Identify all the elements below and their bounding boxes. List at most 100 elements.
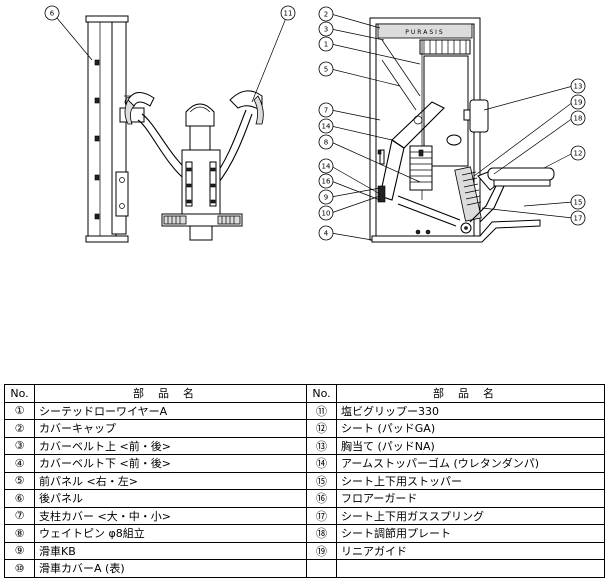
table-row: ⑦ 支柱カバー <大・中・小> ⑰ シート上下用ガススプリング bbox=[4, 506, 605, 525]
part-no: ⑫ bbox=[306, 419, 337, 438]
callout-2: 2 bbox=[318, 6, 334, 22]
part-no: ⑮ bbox=[306, 471, 337, 490]
callout-11: 11 bbox=[280, 5, 296, 21]
svg-text:8: 8 bbox=[324, 139, 328, 147]
svg-text:7: 7 bbox=[324, 107, 328, 115]
part-name: 滑車KB bbox=[34, 541, 307, 560]
svg-text:14: 14 bbox=[322, 163, 331, 171]
part-no: ② bbox=[4, 419, 35, 438]
svg-text:16: 16 bbox=[322, 178, 331, 186]
callout-9: 9 bbox=[318, 189, 334, 205]
parts-diagram: 6 11 PURASIS bbox=[44, 5, 586, 243]
callout-12: 12 bbox=[570, 145, 586, 161]
part-no: ③ bbox=[4, 436, 35, 455]
svg-text:4: 4 bbox=[324, 230, 329, 238]
part-no: ⑦ bbox=[4, 506, 35, 525]
part-name: シート調節用プレート bbox=[336, 524, 605, 543]
svg-text:14: 14 bbox=[322, 123, 331, 131]
callout-6: 6 bbox=[44, 5, 60, 21]
callout-5: 5 bbox=[318, 61, 334, 77]
side-view-machine bbox=[85, 15, 264, 243]
callout-13: 13 bbox=[570, 78, 586, 94]
part-no: ⑩ bbox=[4, 559, 35, 578]
part-name: カバーベルト下 <前・後> bbox=[34, 454, 307, 473]
part-name: 後パネル bbox=[34, 489, 307, 508]
part-no: ⑥ bbox=[4, 489, 35, 508]
svg-text:17: 17 bbox=[574, 215, 583, 223]
front-view-leaders bbox=[330, 13, 574, 241]
callout-15: 15 bbox=[570, 194, 586, 210]
part-no: ⑲ bbox=[306, 541, 337, 560]
callout-1: 1 bbox=[318, 36, 334, 52]
table-row: ⑥ 後パネル ⑯ フロアーガード bbox=[4, 489, 605, 508]
table-row: ③ カバーベルト上 <前・後> ⑬ 胸当て (パッドNA) bbox=[4, 436, 605, 455]
part-no: ④ bbox=[4, 454, 35, 473]
callout-10: 10 bbox=[318, 205, 334, 221]
side-view-leaders bbox=[56, 17, 287, 103]
svg-text:19: 19 bbox=[574, 99, 583, 107]
part-name: ウェイトピン φ8組立 bbox=[34, 524, 307, 543]
part-name: シート上下用ガススプリング bbox=[336, 506, 605, 525]
part-no bbox=[306, 559, 337, 578]
header-no-right: No. bbox=[306, 384, 337, 403]
part-no: ⑬ bbox=[306, 436, 337, 455]
callout-16: 16 bbox=[318, 173, 334, 189]
part-name: 前パネル <右・左> bbox=[34, 471, 307, 490]
part-no: ⑨ bbox=[4, 541, 35, 560]
front-view-machine: PURASIS bbox=[369, 17, 555, 243]
part-name: シート (パッドGA) bbox=[336, 419, 605, 438]
part-name: アームストッパーゴム (ウレタンダンパ) bbox=[336, 454, 605, 473]
table-row: ⑤ 前パネル <右・左> ⑮ シート上下用ストッパー bbox=[4, 471, 605, 490]
part-name: 支柱カバー <大・中・小> bbox=[34, 506, 307, 525]
svg-text:11: 11 bbox=[284, 10, 293, 18]
table-row: ⑨ 滑車KB ⑲ リニアガイド bbox=[4, 541, 605, 560]
part-name: シート上下用ストッパー bbox=[336, 471, 605, 490]
part-no: ⑪ bbox=[306, 401, 337, 420]
callout-18: 18 bbox=[570, 110, 586, 126]
part-no: ⑧ bbox=[4, 524, 35, 543]
svg-text:3: 3 bbox=[324, 26, 328, 34]
svg-text:2: 2 bbox=[324, 11, 328, 19]
table-row: ⑧ ウェイトピン φ8組立 ⑱ シート調節用プレート bbox=[4, 524, 605, 543]
svg-text:9: 9 bbox=[324, 194, 328, 202]
brand-label: PURASIS bbox=[405, 29, 444, 36]
callout-8: 8 bbox=[318, 134, 334, 150]
parts-table: No. 部品名 No. 部品名 ① シーテッドローワイヤーA ⑪ 塩ビグリップー… bbox=[4, 384, 605, 578]
part-name: シーテッドローワイヤーA bbox=[34, 401, 307, 420]
svg-text:5: 5 bbox=[324, 66, 328, 74]
callout-7: 7 bbox=[318, 102, 334, 118]
svg-text:12: 12 bbox=[574, 150, 583, 158]
part-name bbox=[336, 559, 605, 578]
part-name: 滑車カバーA (表) bbox=[34, 559, 307, 578]
svg-text:18: 18 bbox=[574, 115, 583, 123]
svg-text:1: 1 bbox=[324, 41, 328, 49]
table-row: ⑩ 滑車カバーA (表) bbox=[4, 559, 605, 578]
table-row: ② カバーキャップ ⑫ シート (パッドGA) bbox=[4, 419, 605, 438]
part-name: カバーベルト上 <前・後> bbox=[34, 436, 307, 455]
part-no: ⑰ bbox=[306, 506, 337, 525]
part-no: ⑭ bbox=[306, 454, 337, 473]
svg-text:6: 6 bbox=[50, 10, 55, 18]
part-name: カバーキャップ bbox=[34, 419, 307, 438]
part-no: ① bbox=[4, 401, 35, 420]
callout-14-upper: 14 bbox=[318, 118, 334, 134]
svg-text:15: 15 bbox=[574, 199, 583, 207]
part-name: リニアガイド bbox=[336, 541, 605, 560]
part-name: 胸当て (パッドNA) bbox=[336, 436, 605, 455]
callout-17: 17 bbox=[570, 210, 586, 226]
part-no: ⑯ bbox=[306, 489, 337, 508]
table-row: ① シーテッドローワイヤーA ⑪ 塩ビグリップー330 bbox=[4, 401, 605, 420]
callout-19: 19 bbox=[570, 94, 586, 110]
part-no: ⑤ bbox=[4, 471, 35, 490]
table-header-row: No. 部品名 No. 部品名 bbox=[4, 384, 605, 403]
callout-4: 4 bbox=[318, 225, 334, 241]
svg-text:13: 13 bbox=[574, 83, 583, 91]
header-no-left: No. bbox=[4, 384, 35, 403]
part-name: 塩ビグリップー330 bbox=[336, 401, 605, 420]
header-name-right: 部品名 bbox=[336, 384, 605, 403]
part-name: フロアーガード bbox=[336, 489, 605, 508]
table-row: ④ カバーベルト下 <前・後> ⑭ アームストッパーゴム (ウレタンダンパ) bbox=[4, 454, 605, 473]
callout-3: 3 bbox=[318, 21, 334, 37]
callout-14-lower: 14 bbox=[318, 158, 334, 174]
svg-text:10: 10 bbox=[322, 210, 331, 218]
